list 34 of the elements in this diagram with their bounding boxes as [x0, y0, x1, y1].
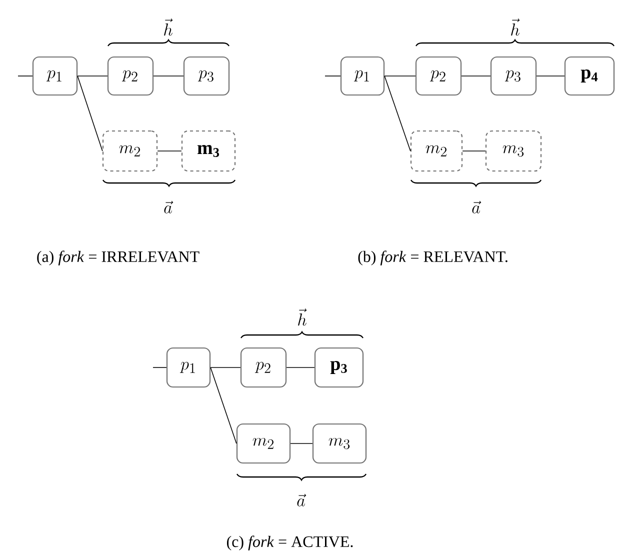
- dashed-node-box: $m_2$: [102, 130, 158, 172]
- node-box: $p_2$: [107, 56, 154, 96]
- connector-line: [290, 443, 313, 444]
- subfigure-caption: (b) fork = RELEVANT.: [358, 250, 508, 266]
- connector-line: [286, 367, 315, 368]
- node-box: $p_1$: [32, 56, 78, 96]
- node-box: $p_3$: [490, 56, 537, 96]
- node-box: $p_1$: [340, 56, 385, 96]
- connector-line: [462, 150, 486, 152]
- connector-line: [77, 76, 103, 152]
- connector-line: [210, 367, 237, 444]
- dashed-node-box: $m_2$: [410, 130, 463, 172]
- dashed-node-box: $m_3$: [485, 130, 542, 172]
- node-box: $m_2$: [236, 423, 291, 464]
- subfigure-caption: (c) fork = ACTIVE.: [227, 536, 353, 550]
- vector-label: $\vec{h}$: [164, 18, 173, 36]
- subfigure-caption: (a) fork = IRRELEVANT: [37, 250, 200, 266]
- node-box: $p_2$: [240, 347, 287, 388]
- vector-label: $\vec{a}$: [164, 200, 174, 214]
- node-box: $\mathbf{p_3}$: [314, 347, 364, 388]
- connector-line: [152, 367, 167, 368]
- vector-label: $\vec{h}$: [511, 18, 520, 36]
- vector-label: $\vec{a}$: [297, 494, 306, 506]
- vector-label: $\vec{h}$: [298, 308, 307, 326]
- node-box: $m_3$: [312, 423, 367, 464]
- vector-label: $\vec{a}$: [472, 200, 482, 214]
- connector-line: [384, 76, 411, 152]
- dashed-node-box: $\mathbf{m_3}$: [181, 130, 236, 172]
- node-box: $p_2$: [415, 56, 462, 96]
- node-box: $\mathbf{p_4}$: [564, 56, 615, 96]
- node-box: $p_3$: [183, 56, 230, 96]
- connector-line: [210, 367, 241, 368]
- node-box: $p_1$: [166, 347, 211, 388]
- connector-line: [157, 150, 182, 152]
